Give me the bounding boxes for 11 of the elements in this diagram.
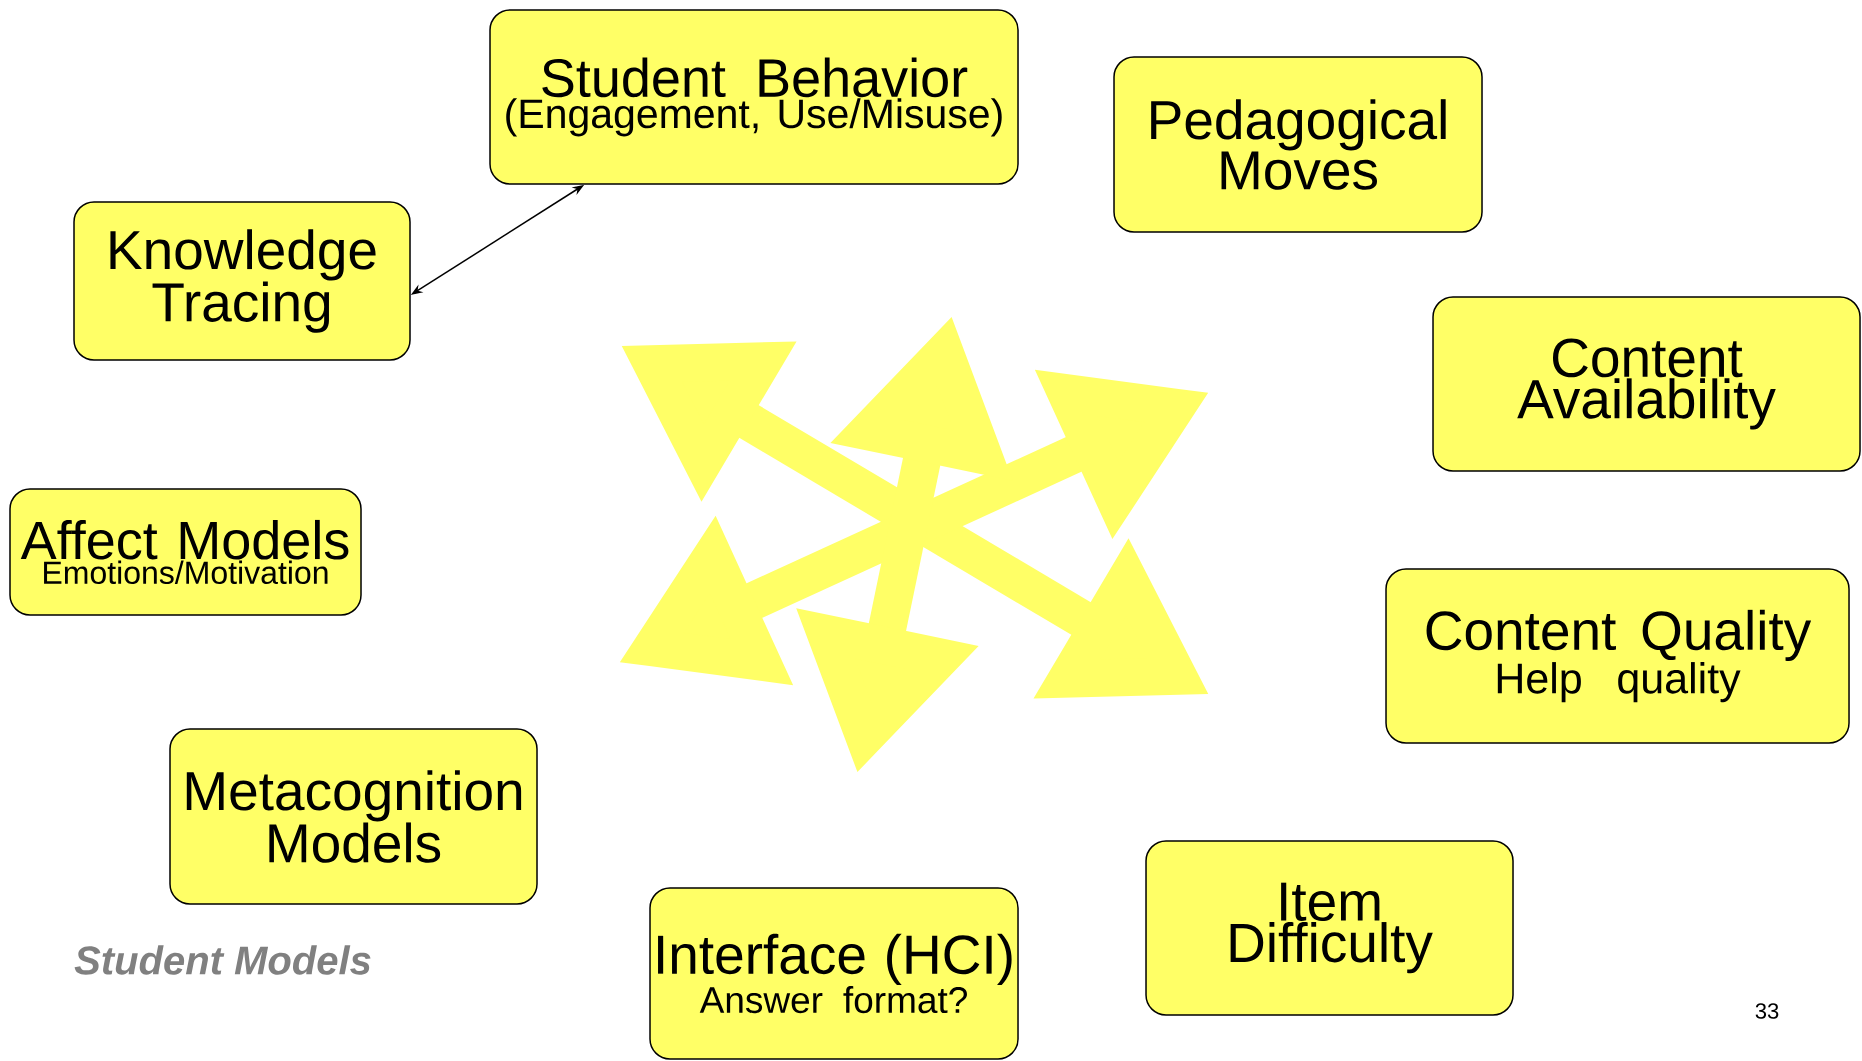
page-number: 33 xyxy=(1755,1003,1779,1019)
topic-box: Content Availability xyxy=(1432,296,1861,472)
topic-box: Interface (HCI) Answer format? xyxy=(649,887,1019,1060)
topic-box: Student Behavior (Engagement, Use/Misuse) xyxy=(489,9,1019,185)
topic-box: Pedagogical Moves xyxy=(1113,56,1483,233)
topic-box: Metacognition Models xyxy=(169,728,538,905)
topic-box: Item Difficulty xyxy=(1145,840,1514,1016)
topic-box: Content Quality Help quality xyxy=(1385,568,1850,744)
section-title: Student Models xyxy=(74,945,371,975)
topic-box: Affect Models Emotions/Motivation xyxy=(9,488,362,616)
topic-box: Knowledge Tracing xyxy=(73,201,411,361)
